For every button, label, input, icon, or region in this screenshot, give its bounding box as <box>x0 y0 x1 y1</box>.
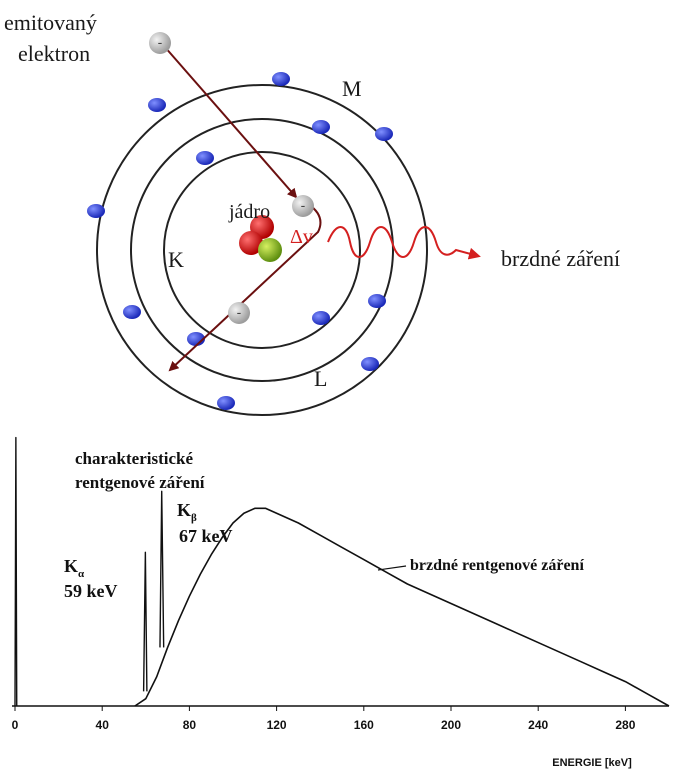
k-alpha-energy: 59 keV <box>64 581 118 601</box>
x-axis-label: ENERGIE [keV] <box>552 757 632 769</box>
k-alpha-subscript: α <box>78 568 85 580</box>
k-beta-subscript: β <box>191 512 197 524</box>
x-tick-label: 0 <box>12 718 19 732</box>
orbital-electron <box>217 396 235 410</box>
k-beta-label: Kβ 67 keV <box>177 500 233 546</box>
free-electron-near-nucleus <box>292 195 314 217</box>
orbit-l <box>130 118 394 382</box>
series-line-3 <box>14 436 18 707</box>
x-tick-label: 40 <box>96 718 110 732</box>
series-line-0 <box>134 507 670 707</box>
orbit-m <box>96 84 428 416</box>
free-electron: - <box>149 32 171 54</box>
orbit-k <box>163 151 361 349</box>
svg-text:Kα: Kα <box>64 556 85 580</box>
x-tick-label: 80 <box>183 718 197 732</box>
x-tick-label: 160 <box>354 718 374 732</box>
orbital-electron <box>361 357 379 371</box>
shell-m-label: M <box>342 76 362 101</box>
spectrum-chart: 0 40 80 120 160 200 240 280 charakteristické re… <box>12 436 670 769</box>
characteristic-label-line2: rentgenové záření <box>75 473 205 492</box>
continuum-label-leader <box>377 565 407 571</box>
delta-v-label: Δv <box>290 226 313 248</box>
nucleus <box>239 215 282 262</box>
electron-sign: - <box>237 304 242 320</box>
orbital-electron <box>375 127 393 141</box>
orbital-electron <box>312 311 330 325</box>
characteristic-label-line1: charakteristické <box>75 449 193 468</box>
shell-l-label: L <box>314 366 327 391</box>
x-tick-label: 280 <box>615 718 635 732</box>
x-tick-label: 200 <box>441 718 461 732</box>
continuum-label: brzdné rentgenové záření <box>410 557 584 574</box>
orbital-electrons <box>87 72 393 410</box>
orbital-electron <box>196 151 214 165</box>
series-line-1 <box>142 551 148 692</box>
series-layer <box>14 436 670 707</box>
k-beta-symbol: K <box>177 500 191 520</box>
shell-k-label: K <box>168 247 184 272</box>
bremsstrahlung-label: brzdné záření <box>501 246 620 271</box>
x-tick-group: 0 40 80 120 160 200 240 280 <box>12 706 636 732</box>
emitted-electron-label-line2: elektron <box>18 41 90 66</box>
k-alpha-label: Kα 59 keV <box>64 556 118 601</box>
orbital-electron <box>87 204 105 218</box>
proton <box>239 231 263 255</box>
free-electron: - <box>228 302 250 324</box>
electron-sign: - <box>158 34 163 50</box>
orbital-electron <box>312 120 330 134</box>
neutron <box>258 238 282 262</box>
emitted-electron-label-line1: emitovaný <box>4 10 97 35</box>
orbital-electron <box>123 305 141 319</box>
free-electron: - <box>292 195 314 217</box>
orbital-electron <box>368 294 386 308</box>
electron-sign: - <box>301 197 306 213</box>
free-electron-start <box>149 32 171 54</box>
series-line-2 <box>159 490 165 648</box>
orbital-electron <box>148 98 166 112</box>
atom-diagram: - - - emitovaný elektron jádro Δv K M L … <box>4 10 620 416</box>
bremsstrahlung-wave <box>327 226 481 260</box>
nucleus-label: jádro <box>228 201 270 223</box>
free-electron-deflected <box>228 302 250 324</box>
k-alpha-symbol: K <box>64 556 78 576</box>
x-tick-label: 240 <box>528 718 548 732</box>
svg-text:Kβ: Kβ <box>177 500 197 524</box>
k-beta-energy: 67 keV <box>179 526 233 546</box>
orbital-electron <box>272 72 290 86</box>
incoming-trajectory <box>163 45 298 199</box>
x-tick-label: 120 <box>267 718 287 732</box>
